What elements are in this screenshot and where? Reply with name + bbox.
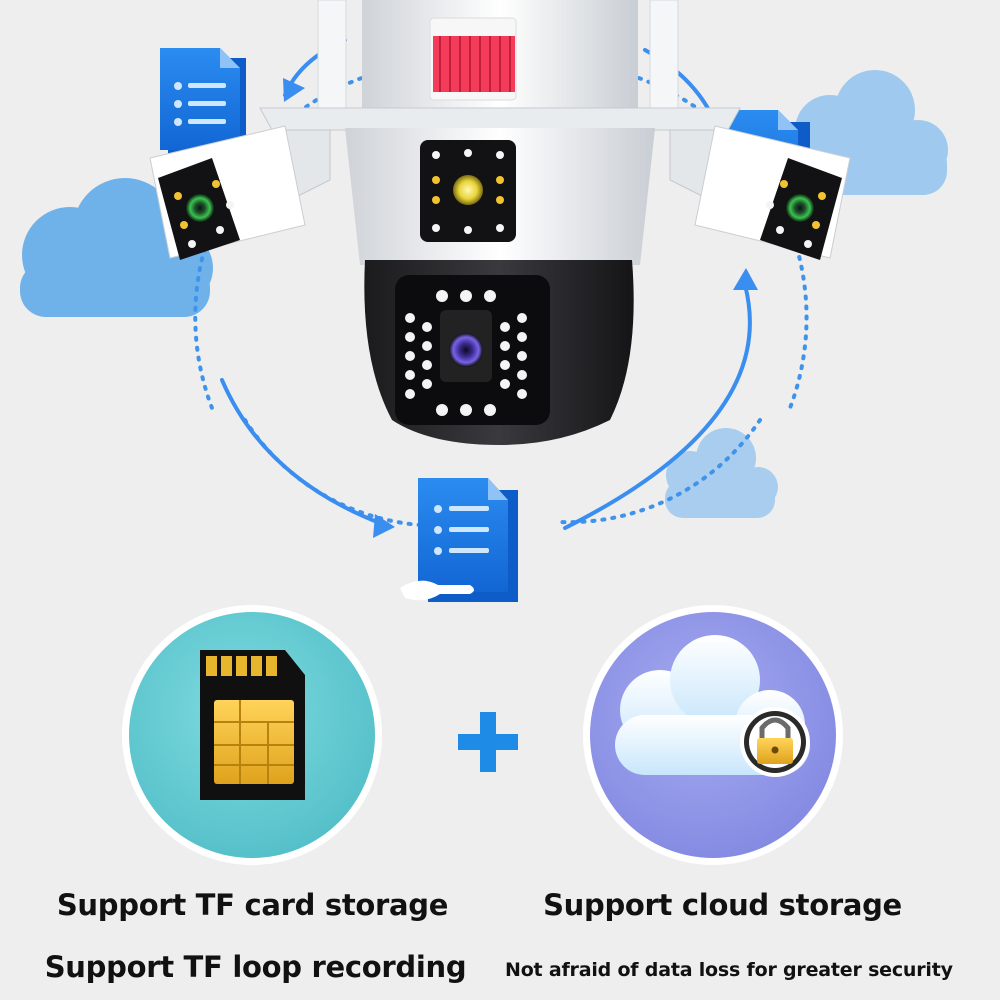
background-cloud-left (20, 178, 213, 317)
document-icon-bottom (400, 478, 518, 602)
tf-card-title: Support TF card storage (56, 888, 449, 922)
security-camera (149, 0, 851, 445)
cloud-storage-title: Support cloud storage (543, 888, 902, 922)
cloud-security-subtitle: Not afraid of data loss for greater secu… (505, 959, 953, 981)
background-cloud-right-bottom (665, 428, 778, 518)
cloud-lock-icon (615, 635, 810, 777)
sd-card-icon (200, 650, 305, 800)
right-side-camera (669, 125, 851, 260)
left-side-camera (149, 125, 331, 260)
plus-icon (458, 712, 518, 772)
tf-loop-subtitle: Support TF loop recording (44, 950, 467, 984)
